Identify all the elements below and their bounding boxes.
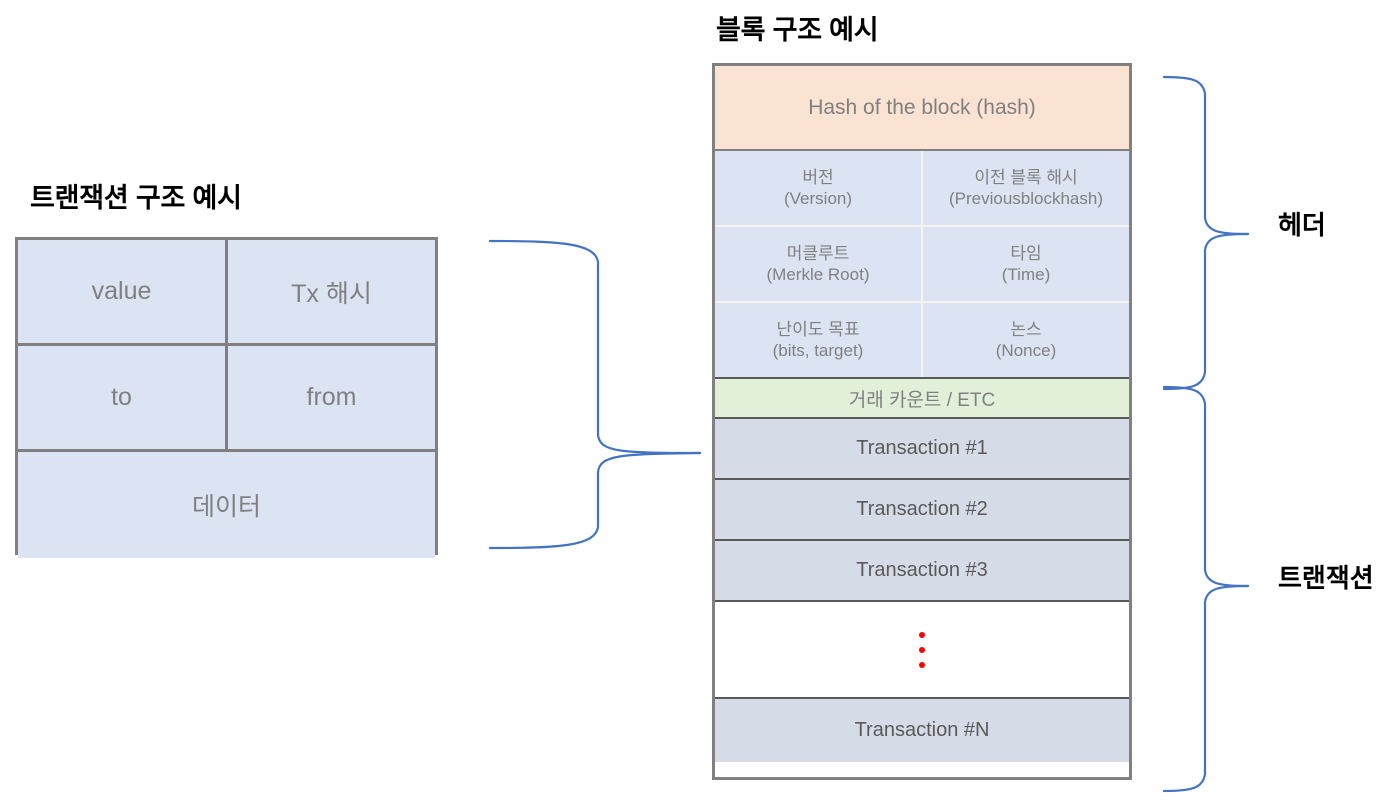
transaction-row-2: Transaction #2 <box>715 480 1129 541</box>
field-label-en: (Version) <box>783 189 853 208</box>
table-row: 데이터 <box>18 452 435 558</box>
tx-cell-to: to <box>18 346 228 449</box>
tx-cell-value: value <box>18 240 228 343</box>
transaction-structure-title: 트랜잭션 구조 예시 <box>30 183 242 213</box>
field-label-en: (Nonce) <box>995 341 1057 360</box>
table-row: value Tx 해시 <box>18 240 435 346</box>
field-label-en: (Previousblockhash) <box>948 189 1103 208</box>
block-structure-table: Hash of the block (hash) 버전 (Version) 이전… <box>712 63 1132 780</box>
header-field-previousblockhash: 이전 블록 해시 (Previousblockhash) <box>923 151 1129 225</box>
header-field-bits-target: 난이도 목표 (bits, target) <box>715 303 923 377</box>
tx-cell-data: 데이터 <box>18 452 435 558</box>
field-label-ko: 머클루트 <box>786 243 850 263</box>
transaction-brace-icon <box>1162 584 1250 793</box>
field-label-ko: 논스 <box>1010 319 1042 339</box>
transaction-brace-icon <box>1162 385 1250 588</box>
field-label-ko: 타임 <box>1010 243 1042 263</box>
tx-cell-from: from <box>228 346 435 449</box>
header-field-version: 버전 (Version) <box>715 151 923 225</box>
ellipsis-dot-icon <box>919 661 925 668</box>
header-field-time: 타임 (Time) <box>923 227 1129 301</box>
header-field-row: 난이도 목표 (bits, target) 논스 (Nonce) <box>715 303 1129 377</box>
transaction-row-n: Transaction #N <box>715 699 1129 762</box>
field-label-ko: 난이도 목표 <box>776 319 860 339</box>
connector-brace-icon <box>488 451 702 550</box>
brace-label-header: 헤더 <box>1278 210 1326 240</box>
transaction-row-1: Transaction #1 <box>715 419 1129 480</box>
header-brace-icon <box>1162 75 1250 236</box>
field-label-ko: 이전 블록 해시 <box>974 167 1078 187</box>
block-hash-row: Hash of the block (hash) <box>715 66 1129 151</box>
ellipsis-dot-icon <box>919 646 925 653</box>
connector-brace-icon <box>488 239 702 455</box>
field-label-en: (Merkle Root) <box>766 265 870 284</box>
tx-cell-txhash: Tx 해시 <box>228 240 435 343</box>
transaction-count-row: 거래 카운트 / ETC <box>715 377 1129 419</box>
transaction-row-3: Transaction #3 <box>715 541 1129 602</box>
field-label-en: (Time) <box>1001 265 1051 284</box>
header-brace-icon <box>1162 232 1250 391</box>
ellipsis-dot-icon <box>919 631 925 638</box>
block-structure-title: 블록 구조 예시 <box>716 15 879 45</box>
header-field-nonce: 논스 (Nonce) <box>923 303 1129 377</box>
table-row: to from <box>18 346 435 452</box>
transaction-structure-table: value Tx 해시 to from 데이터 <box>15 237 438 558</box>
header-field-merkleroot: 머클루트 (Merkle Root) <box>715 227 923 301</box>
header-field-row: 머클루트 (Merkle Root) 타임 (Time) <box>715 227 1129 303</box>
transaction-ellipsis-row <box>715 602 1129 699</box>
field-label-en: (bits, target) <box>772 341 864 360</box>
brace-label-transaction: 트랜잭션 <box>1278 563 1374 593</box>
field-label-ko: 버전 <box>802 167 834 187</box>
header-field-row: 버전 (Version) 이전 블록 해시 (Previousblockhash… <box>715 151 1129 227</box>
